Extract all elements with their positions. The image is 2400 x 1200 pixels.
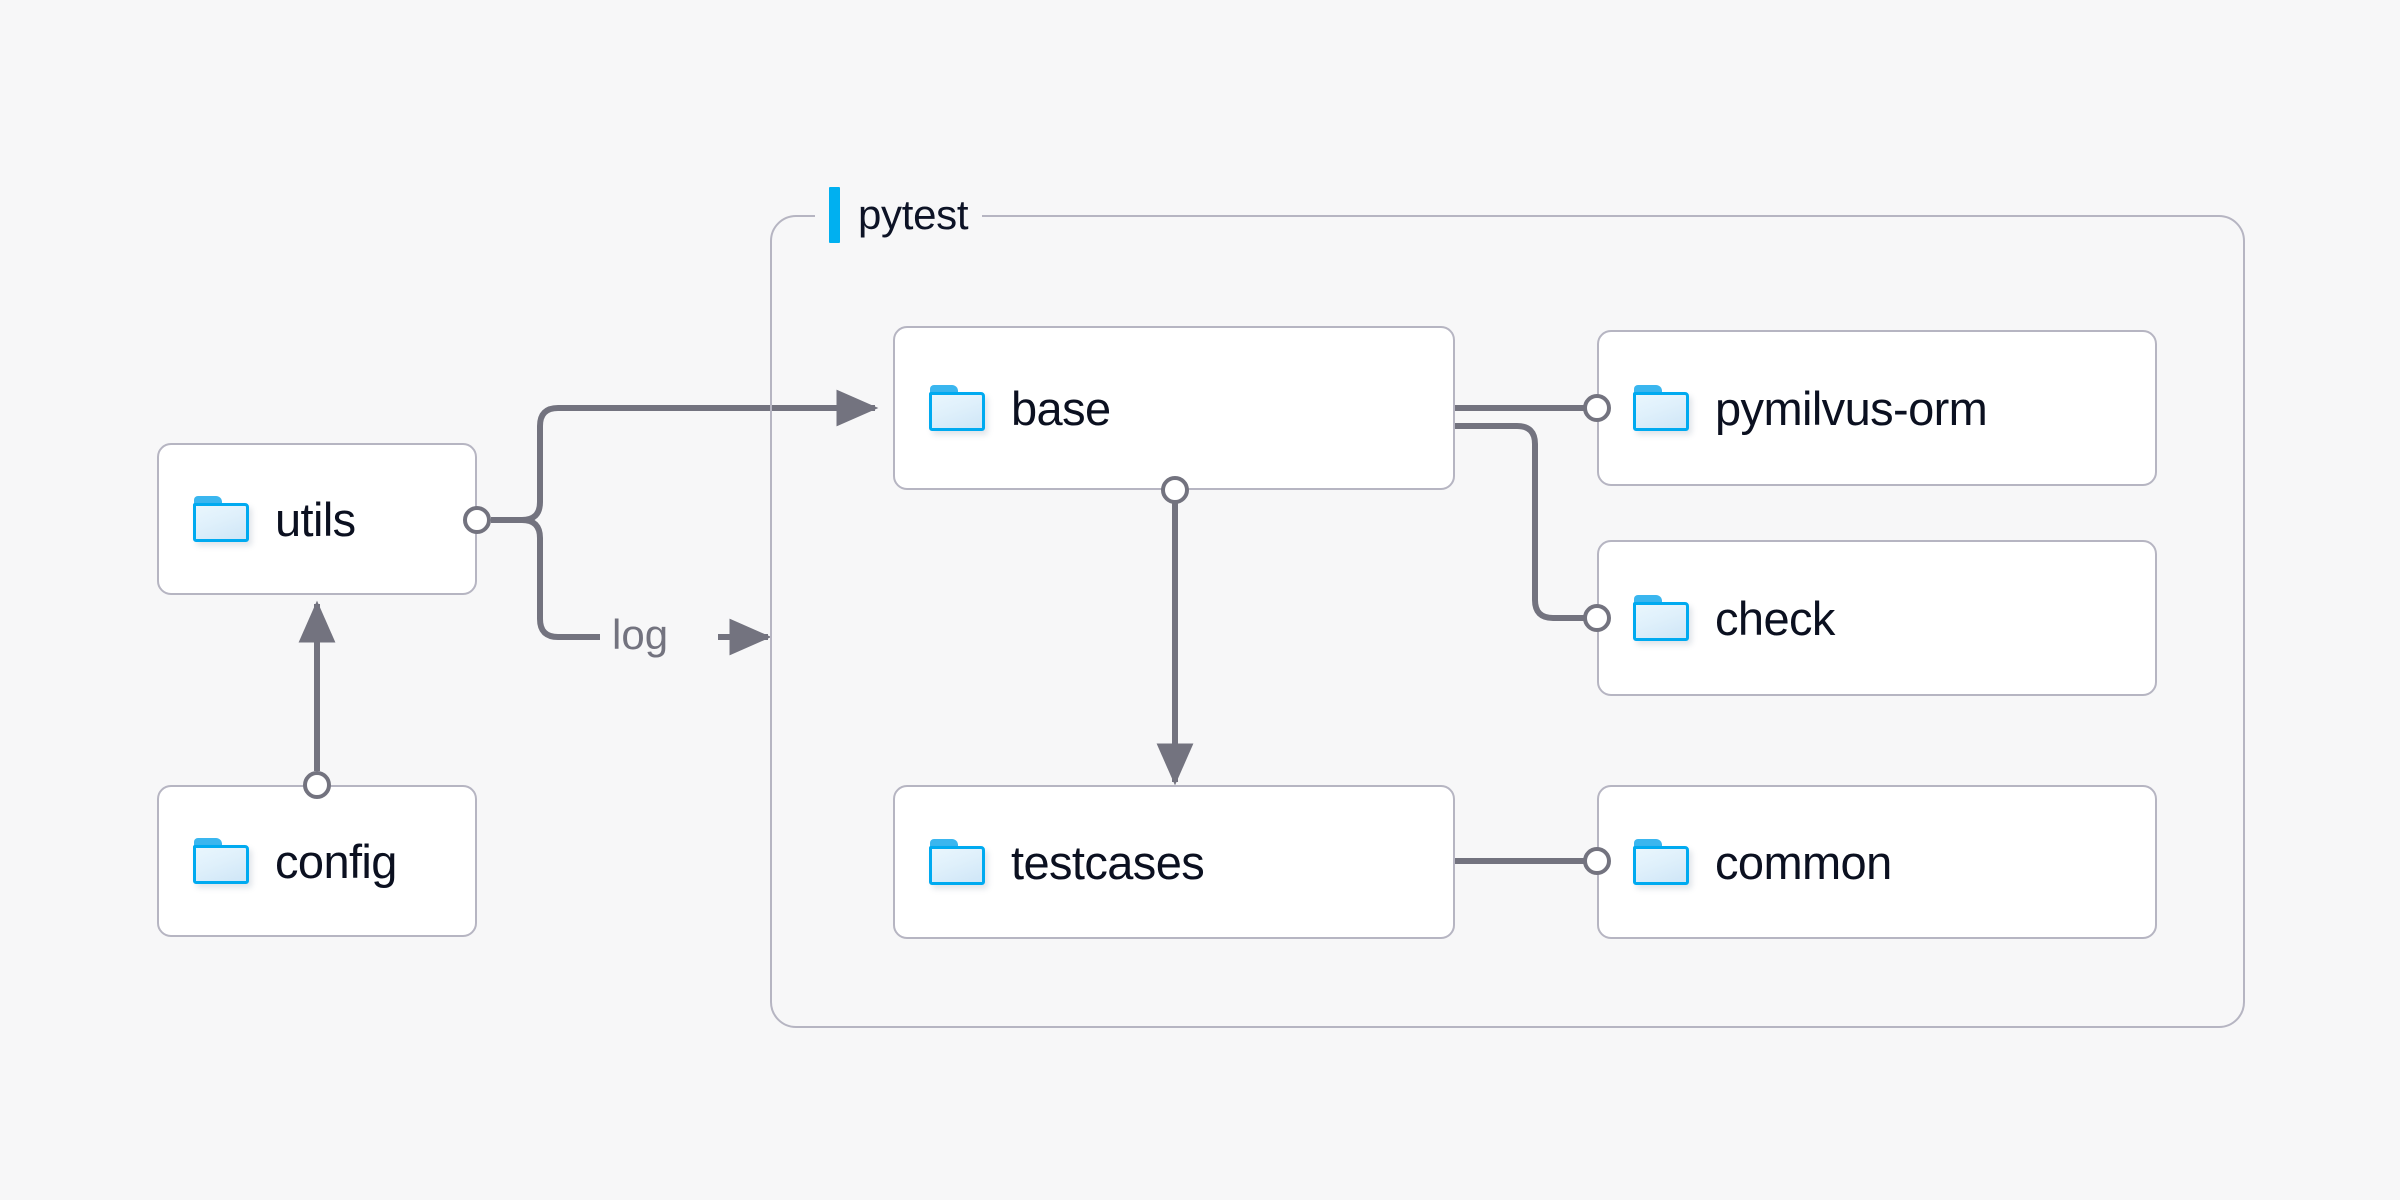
- node-common-label: common: [1715, 835, 1892, 889]
- port-check-left[interactable]: [1583, 604, 1611, 632]
- node-pymilvus-orm[interactable]: pymilvus-orm: [1597, 330, 2157, 486]
- port-base-bottom[interactable]: [1161, 476, 1189, 504]
- node-utils[interactable]: utils: [157, 443, 477, 595]
- node-common[interactable]: common: [1597, 785, 2157, 939]
- node-testcases[interactable]: testcases: [893, 785, 1455, 939]
- group-pytest-label: pytest: [815, 187, 983, 243]
- accent-bar-icon: [829, 187, 840, 243]
- folder-icon: [193, 496, 249, 542]
- node-utils-label: utils: [275, 492, 356, 546]
- node-check-label: check: [1715, 591, 1835, 645]
- node-pymilvus-orm-label: pymilvus-orm: [1715, 381, 1988, 435]
- folder-icon: [929, 839, 985, 885]
- node-config-label: config: [275, 834, 397, 888]
- folder-icon: [1633, 595, 1689, 641]
- node-config[interactable]: config: [157, 785, 477, 937]
- node-check[interactable]: check: [1597, 540, 2157, 696]
- node-base[interactable]: base: [893, 326, 1455, 490]
- port-config-top[interactable]: [303, 771, 331, 799]
- port-common-left[interactable]: [1583, 847, 1611, 875]
- group-pytest[interactable]: [770, 215, 2245, 1028]
- node-testcases-label: testcases: [1011, 835, 1205, 889]
- folder-icon: [929, 385, 985, 431]
- port-pymilvus-orm-left[interactable]: [1583, 394, 1611, 422]
- edge-label-log: log: [604, 614, 677, 656]
- folder-icon: [193, 838, 249, 884]
- folder-icon: [1633, 839, 1689, 885]
- edge-utils-to-pytest-log: [491, 517, 600, 640]
- group-pytest-title: pytest: [858, 191, 969, 238]
- folder-icon: [1633, 385, 1689, 431]
- node-base-label: base: [1011, 381, 1111, 435]
- port-utils-right[interactable]: [463, 506, 491, 534]
